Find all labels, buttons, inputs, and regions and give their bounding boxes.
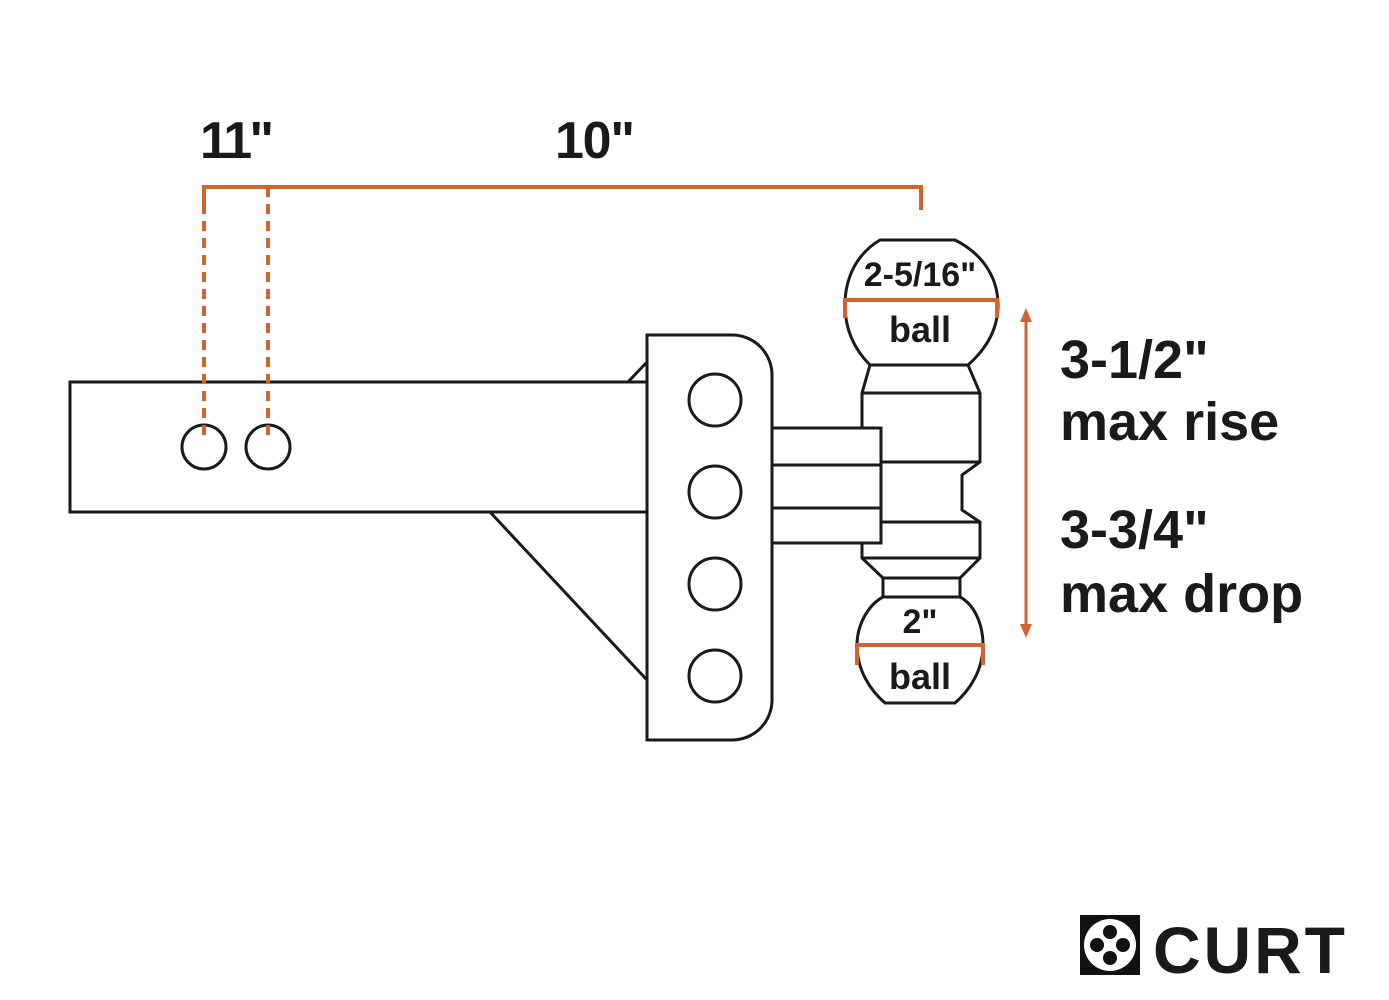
- curt-logo: CURT: [1080, 913, 1345, 987]
- plate-hole: [687, 372, 743, 428]
- length-label-11: 11": [200, 112, 274, 170]
- lower-ball-diameter-line: [855, 643, 985, 665]
- plate-hole: [687, 464, 743, 520]
- arrow-up-icon: [1020, 308, 1032, 322]
- upper-ball-size: 2-5/16": [864, 256, 977, 294]
- length-label-10: 10": [555, 112, 635, 170]
- length-dimension-line: [202, 185, 923, 210]
- upper-ball-label: ball: [889, 309, 951, 350]
- arrow-down-icon: [1020, 624, 1032, 638]
- upper-ball-diameter-line: [843, 298, 999, 318]
- lower-ball-label: ball: [889, 656, 951, 697]
- rise-value: 3-1/2": [1060, 330, 1209, 390]
- lower-gusset: [488, 510, 649, 682]
- upper-ball: [843, 238, 1000, 367]
- lower-ball: [855, 595, 985, 705]
- plate-hole: [687, 648, 743, 704]
- adjustment-plate: [645, 333, 774, 742]
- tongue: [770, 426, 883, 545]
- logo-text: CURT: [1153, 913, 1345, 987]
- plate-hole: [687, 556, 743, 612]
- drop-value: 3-3/4": [1060, 500, 1209, 560]
- lower-ball-size: 2": [902, 603, 937, 641]
- receiver-shank: [68, 380, 652, 514]
- drop-label: max drop: [1060, 564, 1303, 624]
- upper-gusset: [626, 360, 649, 384]
- rise-label: max rise: [1060, 392, 1279, 452]
